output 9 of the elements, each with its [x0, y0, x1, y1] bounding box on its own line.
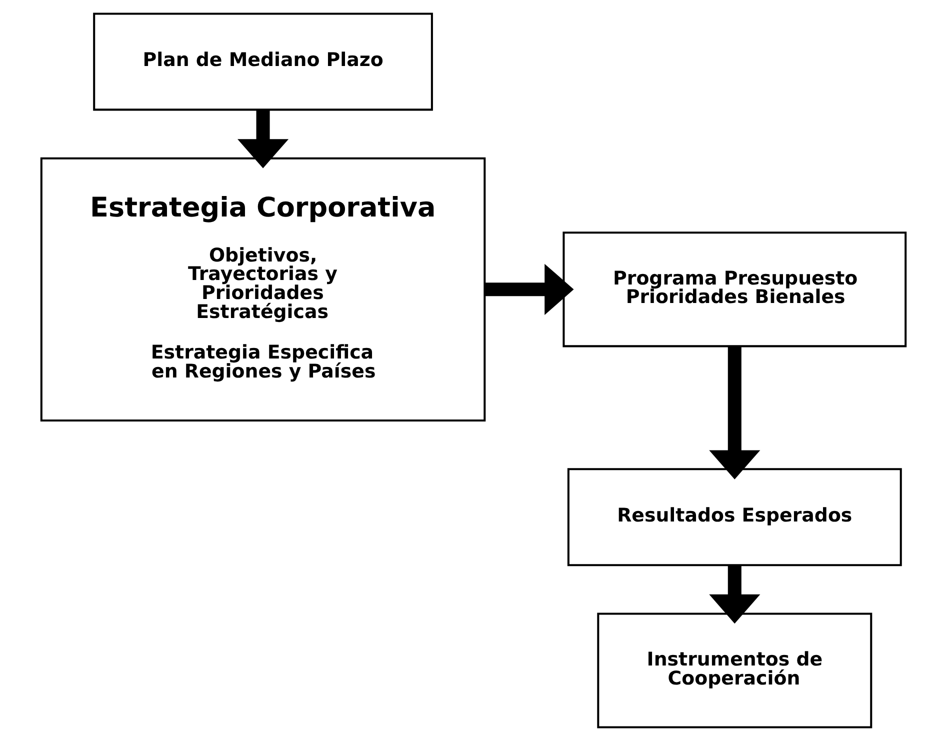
arrow	[237, 110, 288, 168]
node-box: Programa Presupuesto Prioridades Bienales	[562, 232, 906, 348]
node-box: Plan de Mediano Plazo	[92, 12, 432, 111]
arrow	[484, 264, 574, 315]
arrow	[708, 565, 760, 624]
node-box: Instrumentos de Cooperación	[596, 612, 872, 728]
arrow	[708, 346, 760, 480]
node-box: Estrategia Corporativa Objetivos, Trayectorias y Prioridades Estratégicas Estrategia Especifica en Regiones y Países	[40, 157, 486, 422]
node-box: Resultados Esperados	[566, 468, 902, 566]
